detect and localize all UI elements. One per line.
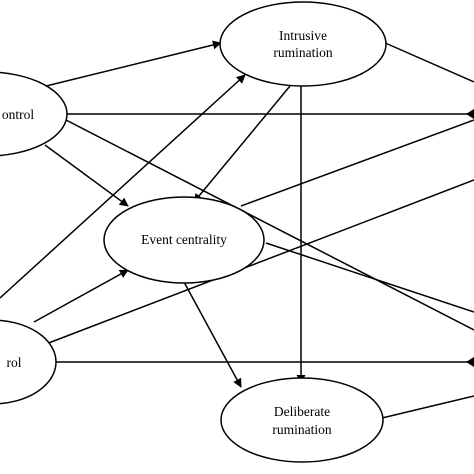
node-intrusive-label-line1: Intrusive [279,28,327,43]
edge-intrusive-to-centrality [193,85,291,203]
node-intrusive-label-line2: rumination [273,45,332,60]
node-deliberate-rumination: Deliberate rumination [220,377,384,463]
node-control-top-shape [0,71,68,157]
edge-control-top-to-lower-right [65,119,474,331]
node-control-bottom-label: rol [7,355,22,370]
edge-deliberate-to-outcome [381,395,474,419]
node-intrusive-rumination: Intrusive rumination [219,1,387,87]
node-intrusive-shape [219,1,387,87]
edge-control-top-to-centrality [44,144,129,207]
node-event-centrality: Event centrality [103,196,265,284]
edge-centrality-to-deliberate [183,281,242,388]
edge-control-top-to-intrusive [37,40,222,89]
node-deliberate-label-line1: Deliberate [274,404,330,419]
edge-centrality-to-outcome [240,119,474,207]
node-centrality-shape [103,196,265,284]
edge-control-bottom-to-intrusive [0,74,246,299]
arrowhead-right-bottom [466,357,474,367]
node-deliberate-shape [220,377,384,463]
edges [0,40,474,419]
edge-intrusive-to-outcome [382,41,474,83]
edge-centrality-to-lower-right [265,242,474,313]
arrowhead-right-top [466,109,474,119]
node-control-bottom-shape [0,319,57,405]
node-control-top: ontrol [0,71,68,157]
node-deliberate-label-line2: rumination [272,422,331,437]
edge-control-bottom-to-centrality [33,269,129,323]
node-control-bottom: rol [0,319,57,405]
edge-control-bottom-to-upper-right [45,179,474,345]
node-control-top-label: ontrol [2,107,34,122]
node-centrality-label: Event centrality [141,232,227,247]
